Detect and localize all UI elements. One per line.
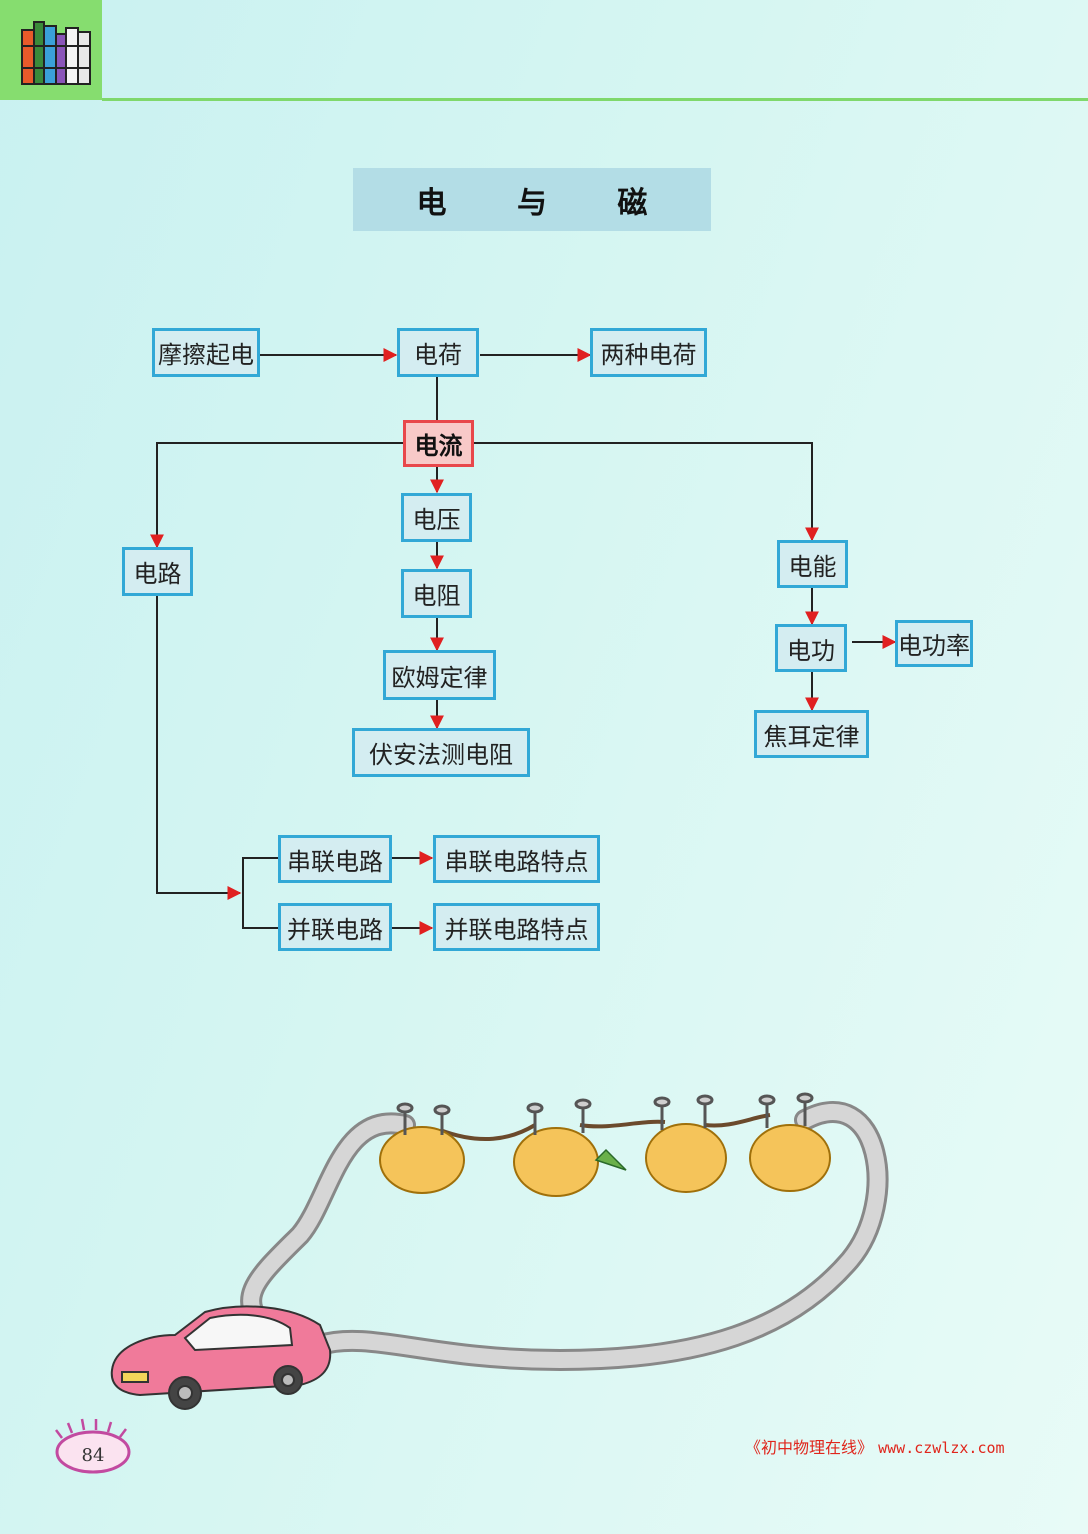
node-current: 电流 — [403, 420, 474, 467]
node-voltage: 电压 — [401, 493, 472, 542]
node-parallel: 并联电路 — [278, 903, 392, 951]
node-circuit: 电路 — [122, 547, 193, 596]
books-icon — [21, 21, 91, 85]
footer-brand: 《初中物理在线》 — [745, 1438, 874, 1457]
page-number: 84 — [82, 1445, 105, 1466]
node-resistance: 电阻 — [401, 569, 472, 618]
footer-credit: 《初中物理在线》 www.czwlzx.com — [745, 1434, 1005, 1458]
eye-icon — [55, 1418, 131, 1474]
header-rule — [102, 98, 1088, 101]
node-series-feature: 串联电路特点 — [433, 835, 600, 883]
node-series: 串联电路 — [278, 835, 392, 883]
node-parallel-feature: 并联电路特点 — [433, 903, 600, 951]
page-title: 电 与 磁 — [353, 168, 711, 231]
node-work: 电功 — [775, 624, 847, 672]
corner-tab — [0, 0, 102, 100]
bracket-series-parallel — [242, 857, 278, 929]
node-voltammetry: 伏安法测电阻 — [352, 728, 530, 777]
node-ohm: 欧姆定律 — [383, 650, 496, 700]
node-joule: 焦耳定律 — [754, 710, 869, 758]
arrow-current-circuit — [150, 442, 404, 549]
node-charge: 电荷 — [397, 328, 479, 377]
node-energy: 电能 — [777, 540, 848, 588]
node-two-charges: 两种电荷 — [590, 328, 707, 377]
node-power: 电功率 — [895, 620, 973, 667]
footer-url[interactable]: www.czwlzx.com — [878, 1439, 1005, 1457]
arrow-circuit-branch — [156, 596, 242, 900]
arrow-current-energy — [473, 442, 819, 542]
node-friction: 摩擦起电 — [152, 328, 260, 377]
